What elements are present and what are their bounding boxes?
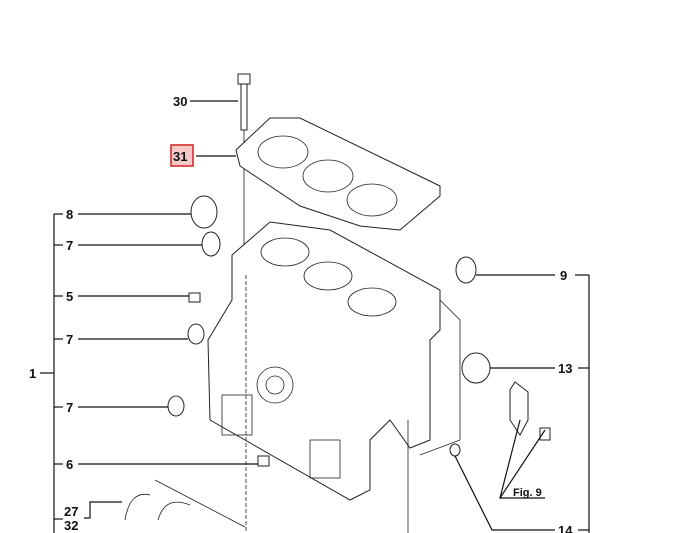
cylinder-block[interactable] xyxy=(207,221,461,501)
plug-8[interactable] xyxy=(190,195,218,229)
plug-7a[interactable] xyxy=(201,231,221,257)
callout-7[interactable]: 7 xyxy=(66,332,73,347)
head-gasket[interactable] xyxy=(235,117,441,231)
callout-13[interactable]: 13 xyxy=(558,361,572,376)
callout-7[interactable]: 7 xyxy=(66,400,73,415)
callout-30[interactable]: 30 xyxy=(173,94,187,109)
thrust-washer[interactable] xyxy=(124,493,151,521)
plug-9[interactable] xyxy=(455,256,477,284)
callout-8[interactable]: 8 xyxy=(66,207,73,222)
plug-6[interactable] xyxy=(257,455,270,467)
plug-5[interactable] xyxy=(188,292,201,303)
callout-31[interactable]: 31 xyxy=(173,149,187,164)
leader-lines xyxy=(40,100,590,533)
callout-14[interactable]: 14 xyxy=(558,523,573,533)
bushing-13[interactable] xyxy=(461,352,491,384)
cover-plate[interactable] xyxy=(509,381,529,436)
cover-bolt[interactable] xyxy=(539,427,551,441)
figure-reference-link[interactable]: Fig. 9 xyxy=(513,487,542,499)
callout-9[interactable]: 9 xyxy=(560,268,567,283)
callout-31-highlight xyxy=(170,144,194,167)
plug-7b[interactable] xyxy=(187,323,205,345)
plug-7c[interactable] xyxy=(167,395,185,417)
seal-14[interactable] xyxy=(449,443,461,457)
main-bearing[interactable] xyxy=(157,501,191,521)
callout-7[interactable]: 7 xyxy=(66,238,73,253)
callout-1[interactable]: 1 xyxy=(29,366,36,381)
callout-32[interactable]: 32 xyxy=(64,518,78,533)
callout-27[interactable]: 27 xyxy=(64,504,78,519)
callout-6[interactable]: 6 xyxy=(66,457,73,472)
callout-5[interactable]: 5 xyxy=(66,289,73,304)
